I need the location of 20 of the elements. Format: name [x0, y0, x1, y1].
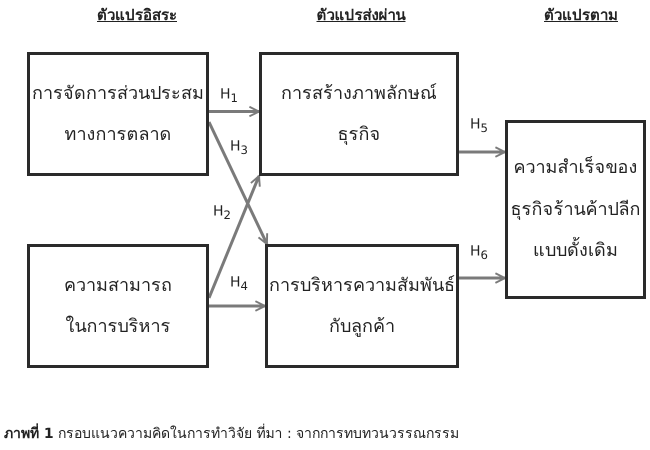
- column-heading: ตัวแปรอิสระ: [97, 5, 177, 26]
- box-text: ความสำเร็จของธุรกิจร้านค้าปลีกแบบดั้งเดิม: [510, 155, 642, 264]
- variable-box: [505, 120, 646, 299]
- box-text: ความสามารถในการบริหาร: [63, 274, 173, 339]
- variable-box: [259, 52, 459, 176]
- arrow: [209, 300, 266, 312]
- arrow: [208, 175, 261, 299]
- box-text: การจัดการส่วนประสมทางการตลาด: [31, 82, 205, 147]
- variable-box: [27, 244, 209, 368]
- column-heading: ตัวแปรตาม: [544, 5, 618, 26]
- variable-box: [27, 52, 209, 176]
- box-text: การสร้างภาพลักษณ์ธุรกิจ: [280, 82, 438, 147]
- box-text: การบริหารความสัมพันธ์กับลูกค้า: [268, 274, 456, 339]
- arrow: [459, 272, 506, 284]
- arrow: [208, 121, 268, 245]
- arrow: [209, 106, 260, 118]
- column-heading: ตัวแปรส่งผ่าน: [316, 5, 406, 26]
- variable-box: [265, 244, 459, 368]
- figure-caption: ภาพที่ 1 กรอบแนวความคิดในการทำวิจัย ที่มา : จากการทบทวนวรรณกรรม: [4, 422, 460, 444]
- arrow: [459, 146, 506, 158]
